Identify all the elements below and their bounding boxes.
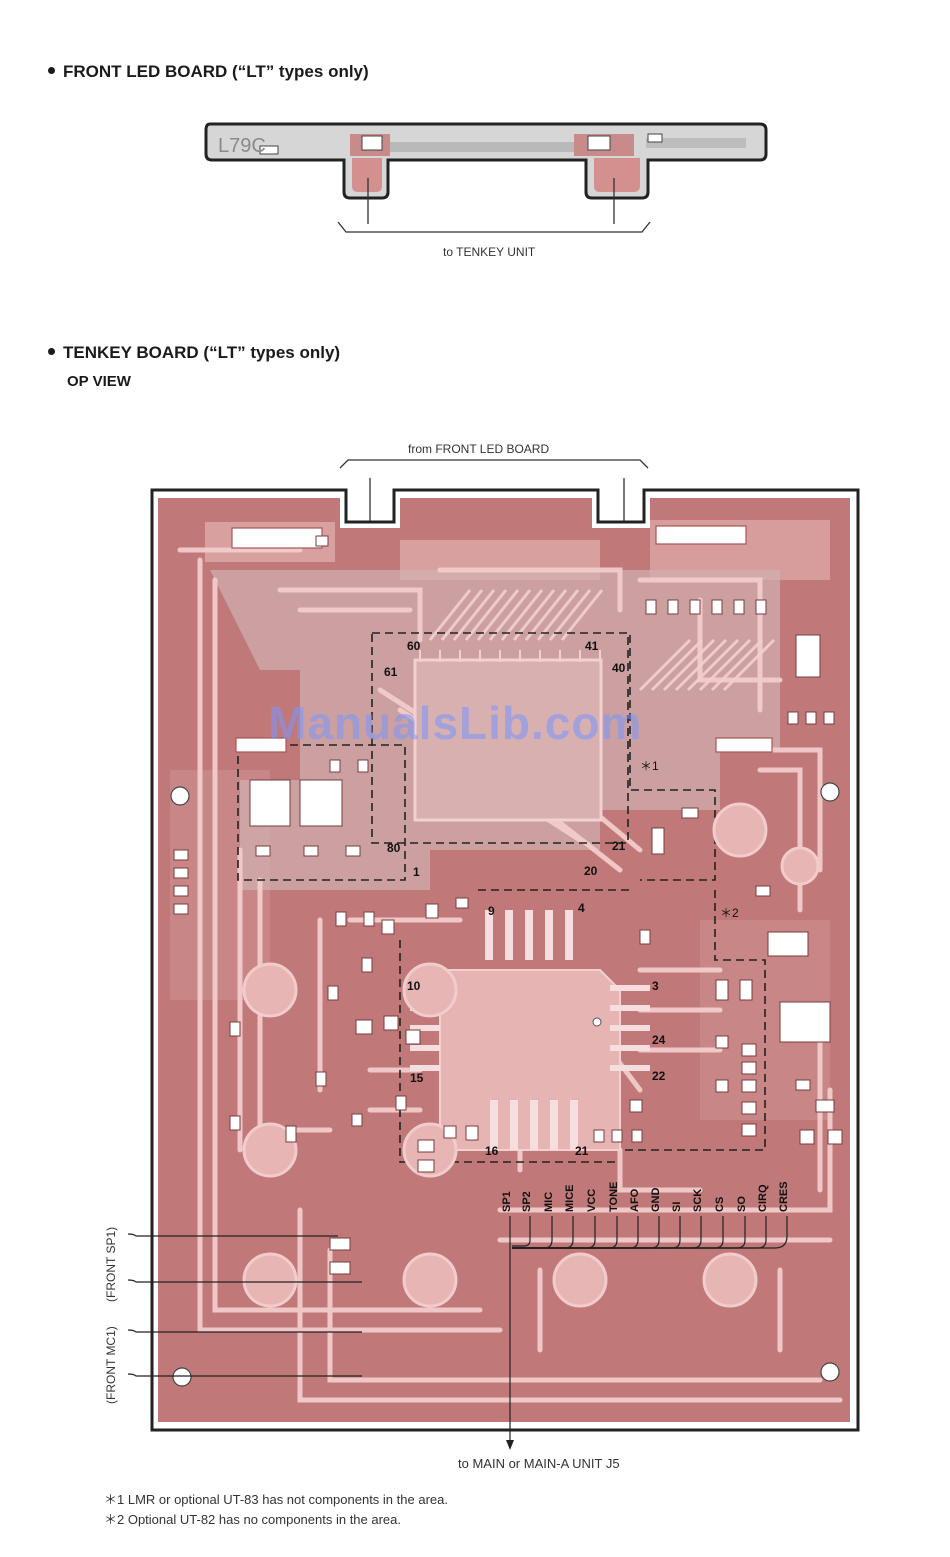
- bullet-icon: [48, 67, 55, 75]
- to-main-label: to MAIN or MAIN-A UNIT J5: [458, 1456, 620, 1471]
- led-r2-icon: [647, 133, 663, 143]
- pin-label-tone: TONE: [608, 1182, 620, 1212]
- front-led-title: FRONT LED BOARD (“LT” types only): [63, 62, 369, 81]
- pin-label-cres: CRES: [778, 1181, 790, 1212]
- ic-pin-label: 22: [652, 1069, 666, 1083]
- ic-pin-label: 20: [584, 864, 598, 878]
- tenkey-subtitle: OP VIEW: [67, 373, 131, 390]
- to-tenkey-label: to TENKEY UNIT: [443, 245, 536, 259]
- ic-pin-label: 15: [410, 1071, 424, 1085]
- ic-pin-label: 9: [488, 904, 495, 918]
- ic-pin-label: 3: [652, 979, 659, 993]
- from-front-led-label: from FRONT LED BOARD: [408, 442, 550, 456]
- tenkey-board: 60 41 61 40 80 21 1 20 9 4 10 3 24 15 22…: [127, 459, 860, 1450]
- pin-label-sp1: SP1: [501, 1191, 513, 1212]
- connector-labels: SP1 SP2 MIC MICE VCC TONE AFO GND SI SCK…: [501, 1181, 790, 1212]
- ic-pin-label: 10: [407, 979, 421, 993]
- pin-label-so: SO: [736, 1196, 748, 1212]
- tenkey-title: TENKEY BOARD (“LT” types only): [63, 343, 341, 362]
- bullet-icon: [48, 348, 55, 356]
- footnote-2: ＊2 Optional UT-82 has no components in t…: [104, 1512, 402, 1527]
- ic-pin-label: 24: [652, 1033, 666, 1047]
- led-resistor-icon: [259, 145, 279, 155]
- front-sp1-label: (FRONT SP1): [104, 1226, 118, 1302]
- pin-label-gnd: GND: [650, 1188, 662, 1213]
- ic-pin-label: 40: [612, 661, 626, 675]
- footnote-1: ＊1 LMR or optional UT-83 has not compone…: [104, 1492, 448, 1507]
- ic-pin-label: 41: [585, 639, 599, 653]
- pin-label-vcc: VCC: [586, 1189, 598, 1212]
- ic-pin-label: 80: [387, 841, 401, 855]
- ic-pin-label: 4: [578, 901, 585, 915]
- led-ds2-icon: [587, 135, 611, 151]
- pin-label-mice: MICE: [564, 1185, 576, 1213]
- ic-pin-label: 21: [612, 839, 626, 853]
- front-led-board: L79C: [204, 122, 768, 233]
- tenkey-heading: TENKEY BOARD (“LT” types only): [48, 343, 340, 363]
- front-mc1-label: (FRONT MC1): [104, 1326, 118, 1404]
- led-silk-text: L79C: [218, 135, 266, 157]
- ic-pin-label: 1: [413, 865, 420, 879]
- led-ds1-icon: [361, 135, 383, 151]
- pin-label-sp2: SP2: [521, 1191, 533, 1212]
- pin-label-mic: MIC: [543, 1192, 555, 1212]
- ic-pin-label: 21: [575, 1144, 589, 1158]
- ic-pin-label: 16: [485, 1144, 499, 1158]
- pin-label-cs: CS: [714, 1197, 726, 1212]
- pin-label-cirq: CIRQ: [757, 1184, 769, 1212]
- note-marker-2: ＊2: [720, 906, 739, 920]
- ic-pin-label: 60: [407, 639, 421, 653]
- watermark: ManualsLib.com: [268, 697, 643, 749]
- pin-label-si: SI: [671, 1202, 683, 1212]
- ic-pin-label: 61: [384, 665, 398, 679]
- note-marker-1: ＊1: [640, 759, 659, 773]
- pin-label-afo: AFO: [629, 1188, 641, 1212]
- pin-label-sck: SCK: [692, 1189, 704, 1212]
- led-bracket: [337, 221, 651, 233]
- front-led-heading: FRONT LED BOARD (“LT” types only): [48, 62, 369, 82]
